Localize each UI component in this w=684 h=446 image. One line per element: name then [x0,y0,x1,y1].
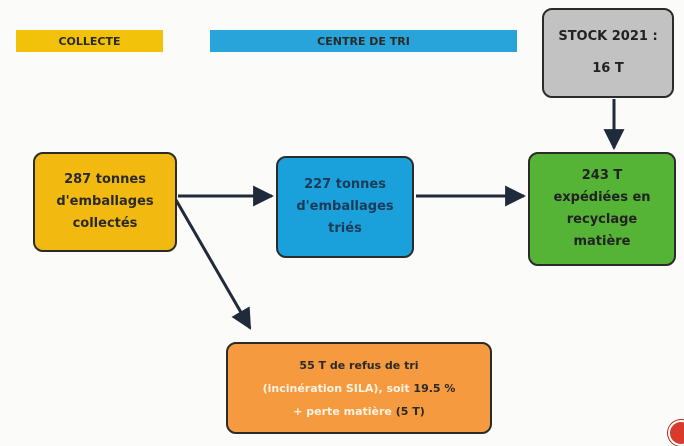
refus-percentage: 19.5 % [413,381,456,395]
tri-line-1: 227 tonnes [304,177,386,192]
recyc-line-2: expédiées en [553,190,651,205]
recycling-shipped-box: 243 T expédiées en recyclage matière [528,152,676,266]
tri-line-3: triés [328,221,362,236]
collecte-header: COLLECTE [16,30,163,52]
recyc-line-3: recyclage [566,212,638,227]
arrow-collect-to-refus [174,199,252,330]
refus-line-2-text: (incinération SILA), soit [262,381,414,395]
collecte-header-label: COLLECTE [58,34,121,48]
stock-box: STOCK 2021 : 16 T [542,8,674,98]
refus-line-1: 55 T de refus de tri [299,358,419,372]
collect-line-3: collectés [72,216,138,231]
collect-line-2: d'emballages [56,194,154,209]
red-circle-icon [668,420,684,446]
recyc-line-4: matière [573,234,631,249]
refus-line-3: + perte matière (5 T) [293,400,425,423]
sorting-rejects-box: 55 T de refus de tri (incinération SILA)… [226,342,492,434]
stock-line-2: 16 T [592,61,624,76]
collected-packaging-box: 287 tonnes d'emballages collectés [33,152,177,252]
sorted-packaging-box: 227 tonnes d'emballages triés [276,156,414,258]
tri-line-2: d'emballages [296,199,394,214]
stock-line-1: STOCK 2021 : [558,29,658,44]
refus-loss-amount: (5 T) [395,404,425,418]
collect-line-1: 287 tonnes [64,172,146,187]
centre-de-tri-header: CENTRE DE TRI [210,30,517,52]
refus-line-2: (incinération SILA), soit 19.5 % [263,377,456,400]
recyc-line-1: 243 T [581,168,623,183]
refus-line-3-text: + perte matière [293,404,396,418]
centre-de-tri-header-label: CENTRE DE TRI [317,34,410,48]
